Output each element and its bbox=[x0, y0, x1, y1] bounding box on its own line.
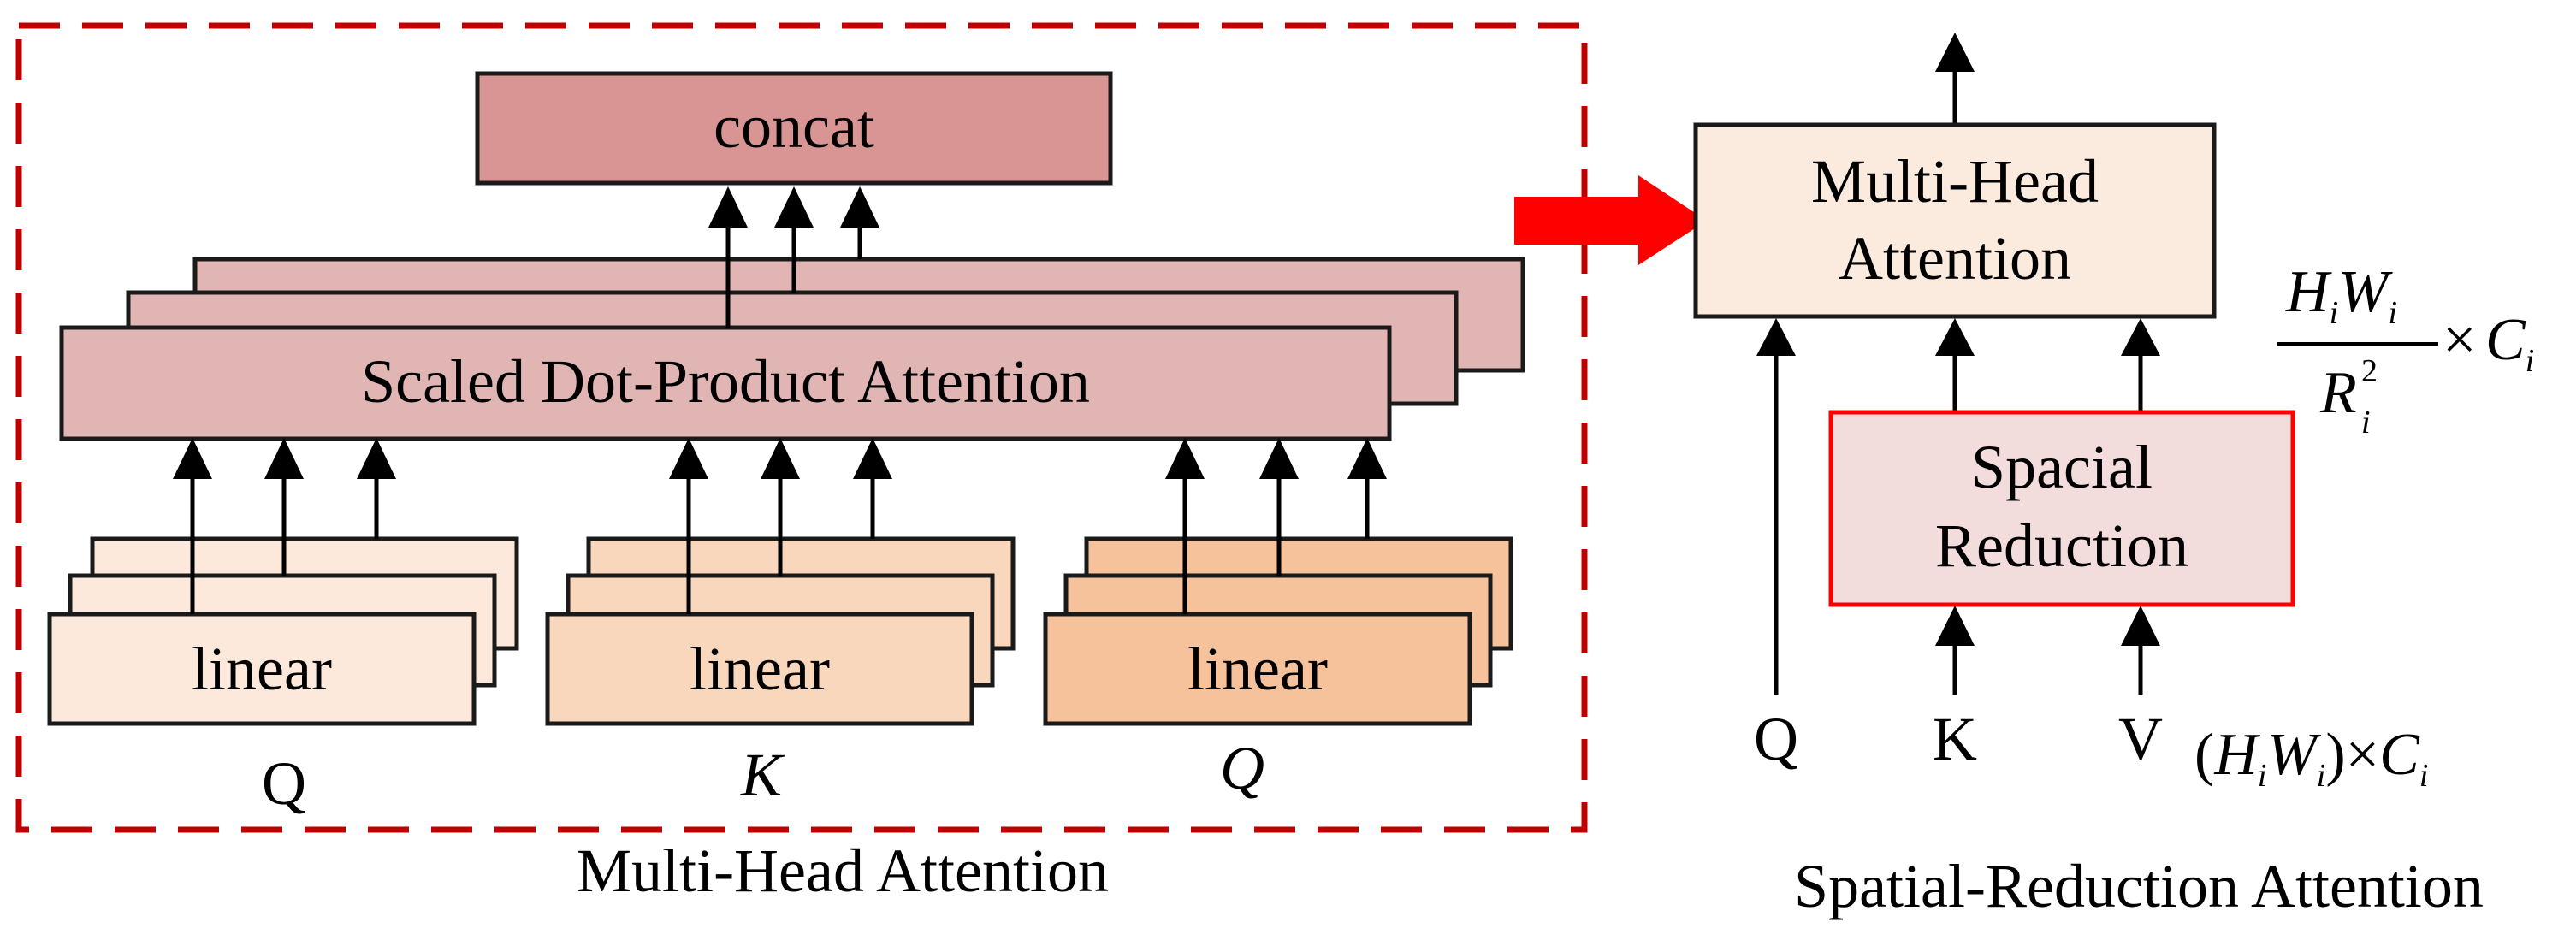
right-input-v: V bbox=[2118, 705, 2163, 773]
q-to-mha-arrow bbox=[1756, 318, 1796, 695]
linear-label-k: linear bbox=[690, 635, 830, 703]
attention-to-concat-arrows bbox=[708, 186, 879, 328]
spacial-reduction-box bbox=[1828, 410, 2295, 607]
spatial-reduction-attention-caption: Spatial-Reduction Attention bbox=[1794, 852, 2484, 920]
input-label-q: Q bbox=[262, 749, 306, 818]
formula-reduced-size: HiWi R 2 i × Ci bbox=[2277, 259, 2534, 441]
input-label-q2: Q bbox=[1220, 734, 1264, 802]
svg-text:R: R bbox=[2319, 360, 2357, 426]
input-label-k: K bbox=[740, 741, 785, 809]
sr-to-mha-arrows bbox=[1935, 318, 2160, 412]
concat-label: concat bbox=[714, 92, 874, 161]
sr-label-line1: Spacial bbox=[1971, 433, 2153, 501]
concat-box bbox=[475, 71, 1113, 186]
attention-box-front bbox=[59, 325, 1392, 441]
linear-to-attention-arrows bbox=[173, 438, 1387, 614]
linear-stack-v bbox=[1043, 536, 1513, 726]
mha-label-line2: Attention bbox=[1839, 224, 2071, 293]
linear-stack-k bbox=[545, 536, 1016, 726]
svg-text:×: × bbox=[2443, 307, 2476, 373]
mha-box bbox=[1693, 122, 2217, 319]
linear-stack-q bbox=[47, 536, 519, 726]
linear-label-q: linear bbox=[192, 635, 332, 703]
formula-input-size: (HiWi)×Ci bbox=[2194, 722, 2428, 794]
right-input-k: K bbox=[1933, 705, 1977, 773]
svg-text:Ci: Ci bbox=[2485, 307, 2534, 379]
mha-output-arrow bbox=[1935, 33, 1975, 125]
svg-text:HiWi: HiWi bbox=[2285, 259, 2397, 331]
big-red-arrow bbox=[1514, 175, 1707, 265]
multi-head-attention-caption: Multi-Head Attention bbox=[577, 837, 1109, 905]
mha-label-line1: Multi-Head bbox=[1811, 147, 2099, 216]
linear-label-v: linear bbox=[1187, 635, 1328, 703]
svg-text:2 i: 2 i bbox=[2361, 353, 2386, 441]
right-input-q: Q bbox=[1754, 705, 1798, 773]
svg-text:(HiWi)×Ci: (HiWi)×Ci bbox=[2194, 722, 2428, 794]
kv-to-sr-arrows bbox=[1935, 606, 2160, 695]
multi-head-dashed-frame bbox=[15, 22, 1588, 833]
sr-label-line2: Reduction bbox=[1935, 511, 2188, 580]
attention-label: Scaled Dot-Product Attention bbox=[361, 347, 1090, 416]
